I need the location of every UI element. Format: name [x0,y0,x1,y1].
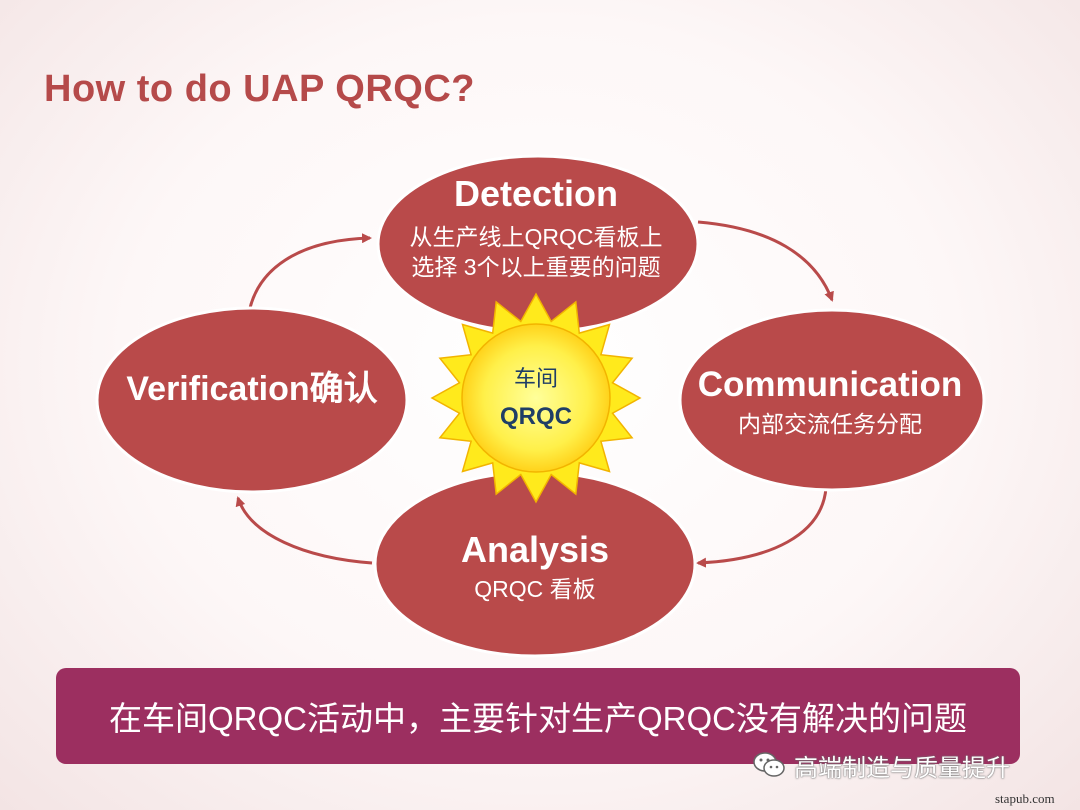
verification-node: Verification确认 [95,306,409,494]
summary-banner: 在车间QRQC活动中，主要针对生产QRQC没有解决的问题 [56,668,1020,764]
wechat-icon [753,752,785,777]
analysis-line1: QRQC 看板 [474,576,595,602]
arrow-verification-to-detection [246,233,372,319]
detection-node: Detection 从生产线上QRQC看板上 选择 3个以上重要的问题 [376,154,700,334]
center-line2: QRQC [500,403,572,430]
center-line1: 车间 [514,366,558,391]
watermark-text: 高端制造与质量提升 [794,754,1010,782]
communication-title: Communication [698,365,962,404]
communication-node: Communication 内部交流任务分配 [678,308,986,492]
summary-banner-text: 在车间QRQC活动中，主要针对生产QRQC没有解决的问题 [109,700,967,737]
footer-url: stapub.com [995,791,1055,806]
arrow-detection-to-communication [697,220,834,302]
detection-line1: 从生产线上QRQC看板上 [410,224,663,250]
page-title: How to do UAP QRQC? [44,68,475,110]
sun-disc [461,323,611,473]
detection-line2: 选择 3个以上重要的问题 [411,254,660,280]
communication-line1: 内部交流任务分配 [738,411,922,437]
analysis-title: Analysis [461,529,609,570]
center-sun: 车间 QRQC [430,292,642,504]
watermark: 高端制造与质量提升 [752,745,1010,785]
detection-title: Detection [454,173,618,214]
arrow-analysis-to-verification [235,496,373,565]
verification-title: Verification确认 [126,370,377,408]
arrow-communication-to-analysis [696,487,828,568]
